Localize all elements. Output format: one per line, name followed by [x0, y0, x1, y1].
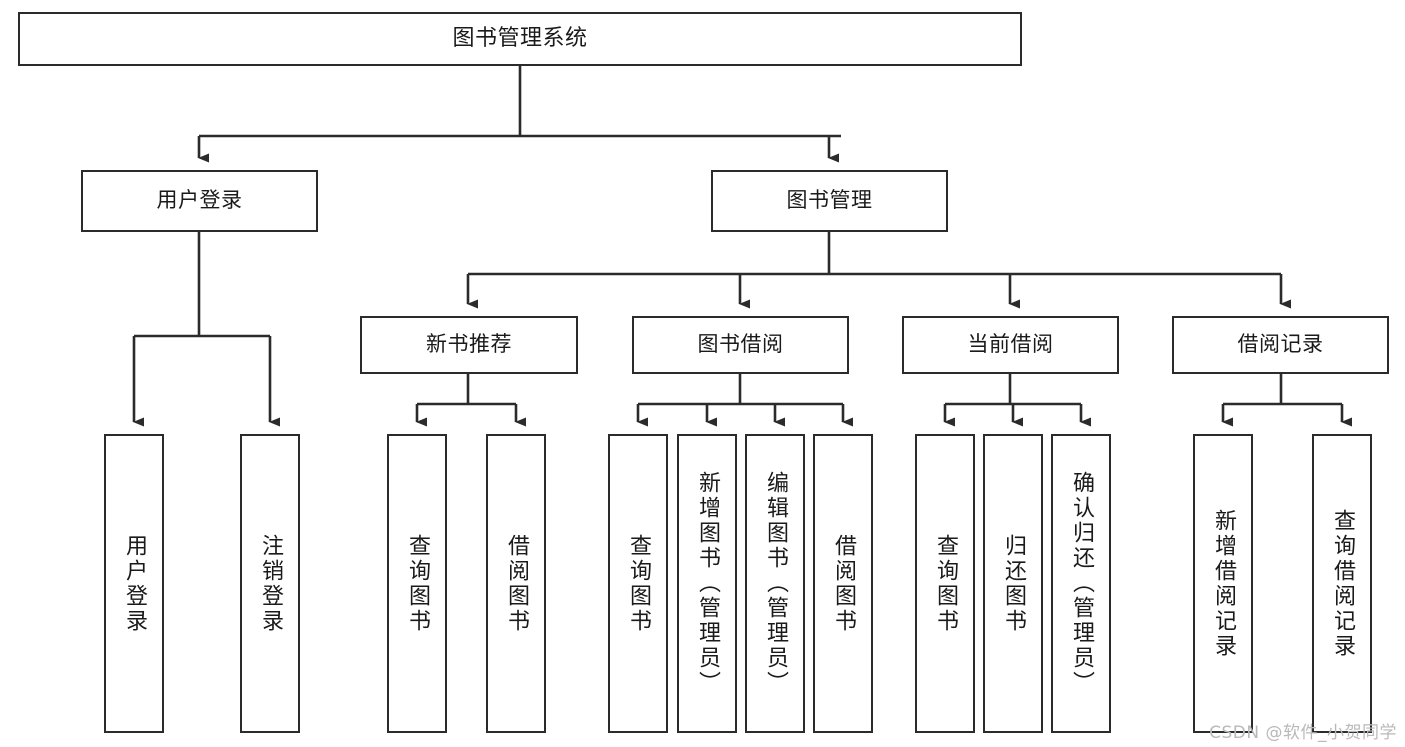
node-root-label: 图书管理系统: [452, 25, 588, 51]
node-leaf-borrow-book-2-label: 借阅图书: [831, 533, 856, 634]
node-leaf-confirm-return-label: 确认归还（管理员）: [1069, 471, 1094, 696]
connector-group-current-borrow: [943, 374, 1091, 427]
connector-group-book-borrow: [636, 374, 853, 427]
node-leaf-edit-book-label: 编辑图书（管理员）: [763, 471, 788, 696]
node-leaf-user-login[interactable]: 用户登录: [104, 434, 164, 733]
node-leaf-confirm-return[interactable]: 确认归还（管理员）: [1051, 434, 1111, 733]
node-user-login[interactable]: 用户登录: [81, 170, 318, 232]
connector-group-borrow-record: [1221, 374, 1352, 427]
node-current-borrow[interactable]: 当前借阅: [902, 316, 1119, 374]
node-leaf-add-book[interactable]: 新增图书（管理员）: [677, 434, 737, 733]
connector-group-user-login: [132, 232, 280, 427]
node-book-borrow-label: 图书借阅: [697, 332, 784, 357]
node-leaf-user-login-label: 用户登录: [122, 533, 147, 634]
connector-group-book-manage: [466, 232, 1291, 309]
node-leaf-logout-label: 注销登录: [258, 533, 283, 634]
node-leaf-add-record[interactable]: 新增借阅记录: [1193, 434, 1253, 733]
node-user-login-label: 用户登录: [156, 188, 243, 213]
node-leaf-edit-book[interactable]: 编辑图书（管理员）: [745, 434, 805, 733]
node-leaf-add-record-label: 新增借阅记录: [1211, 508, 1236, 659]
node-root[interactable]: 图书管理系统: [18, 12, 1022, 66]
node-book-borrow[interactable]: 图书借阅: [632, 316, 849, 374]
node-leaf-query-book-1[interactable]: 查询图书: [387, 434, 447, 733]
node-leaf-add-book-label: 新增图书（管理员）: [695, 471, 720, 696]
node-borrow-record[interactable]: 借阅记录: [1172, 316, 1389, 374]
node-leaf-query-book-3[interactable]: 查询图书: [915, 434, 975, 733]
node-leaf-return-book-label: 归还图书: [1001, 533, 1026, 634]
node-leaf-query-book-3-label: 查询图书: [933, 533, 958, 634]
node-leaf-query-record-label: 查询借阅记录: [1330, 508, 1355, 659]
node-leaf-query-record[interactable]: 查询借阅记录: [1312, 434, 1372, 733]
node-leaf-borrow-book-1-label: 借阅图书: [504, 533, 529, 634]
node-book-manage[interactable]: 图书管理: [711, 170, 948, 232]
node-borrow-record-label: 借阅记录: [1237, 332, 1324, 357]
node-current-borrow-label: 当前借阅: [967, 332, 1054, 357]
node-leaf-logout[interactable]: 注销登录: [240, 434, 300, 733]
connector-group-root: [197, 66, 841, 163]
node-leaf-borrow-book-2[interactable]: 借阅图书: [813, 434, 873, 733]
node-leaf-borrow-book-1[interactable]: 借阅图书: [486, 434, 546, 733]
node-leaf-query-book-1-label: 查询图书: [405, 533, 430, 634]
connector-group-new-book-recommend: [415, 374, 526, 427]
node-leaf-return-book[interactable]: 归还图书: [983, 434, 1043, 733]
node-new-book-recommend[interactable]: 新书推荐: [360, 316, 578, 374]
node-leaf-query-book-2[interactable]: 查询图书: [608, 434, 668, 733]
node-book-manage-label: 图书管理: [786, 188, 873, 213]
node-new-book-recommend-label: 新书推荐: [426, 332, 512, 357]
node-leaf-query-book-2-label: 查询图书: [626, 533, 651, 634]
